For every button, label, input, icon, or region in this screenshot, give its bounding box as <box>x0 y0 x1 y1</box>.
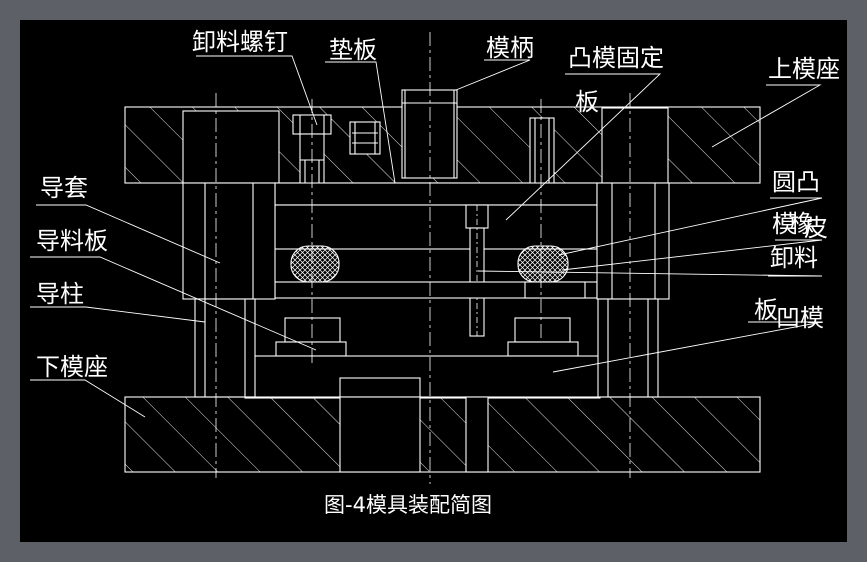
label-rubber-1: 橡 <box>790 210 814 238</box>
backing-plate <box>274 182 598 206</box>
die-handle <box>401 89 458 179</box>
label-round-punch-2: 模 <box>772 210 796 238</box>
label-punch-fixing-plate-1: 凸模固定 <box>568 44 664 72</box>
label-upper-die-seat: 上模座 <box>768 55 840 83</box>
figure-caption: 图-4模具装配简图 <box>324 493 492 517</box>
punch-fixing-plate <box>274 204 598 250</box>
label-backing-plate: 垫板 <box>329 36 377 64</box>
label-die-handle: 模柄 <box>486 34 534 62</box>
rubber-blocks <box>290 245 569 283</box>
guide-sleeves <box>182 182 670 300</box>
label-lower-die-seat: 下模座 <box>36 353 108 381</box>
label-rubber-2: 皮 <box>804 214 828 242</box>
label-stripper-screw: 卸料螺钉 <box>192 28 288 56</box>
label-round-punch-1: 圆凸 <box>772 168 820 196</box>
label-stripper-plate-2: 板 <box>754 296 778 324</box>
label-concave-die: 凹模 <box>776 304 824 332</box>
label-guide-plate: 导料板 <box>36 227 108 255</box>
label-stripper-plate-1: 卸料 <box>770 244 818 272</box>
guide-plates <box>275 317 579 357</box>
concave-die <box>244 355 601 399</box>
stripper-plate <box>274 281 598 299</box>
label-punch-fixing-plate-2: 板 <box>575 88 599 116</box>
round-punch <box>465 204 489 337</box>
fixing-screw <box>349 121 381 155</box>
lower-die-seat <box>124 396 761 473</box>
guide-posts <box>194 298 659 398</box>
label-guide-post: 导柱 <box>36 280 84 308</box>
center-lines <box>215 32 631 484</box>
label-guide-sleeve: 导套 <box>40 174 88 202</box>
leader-lines <box>30 55 823 418</box>
